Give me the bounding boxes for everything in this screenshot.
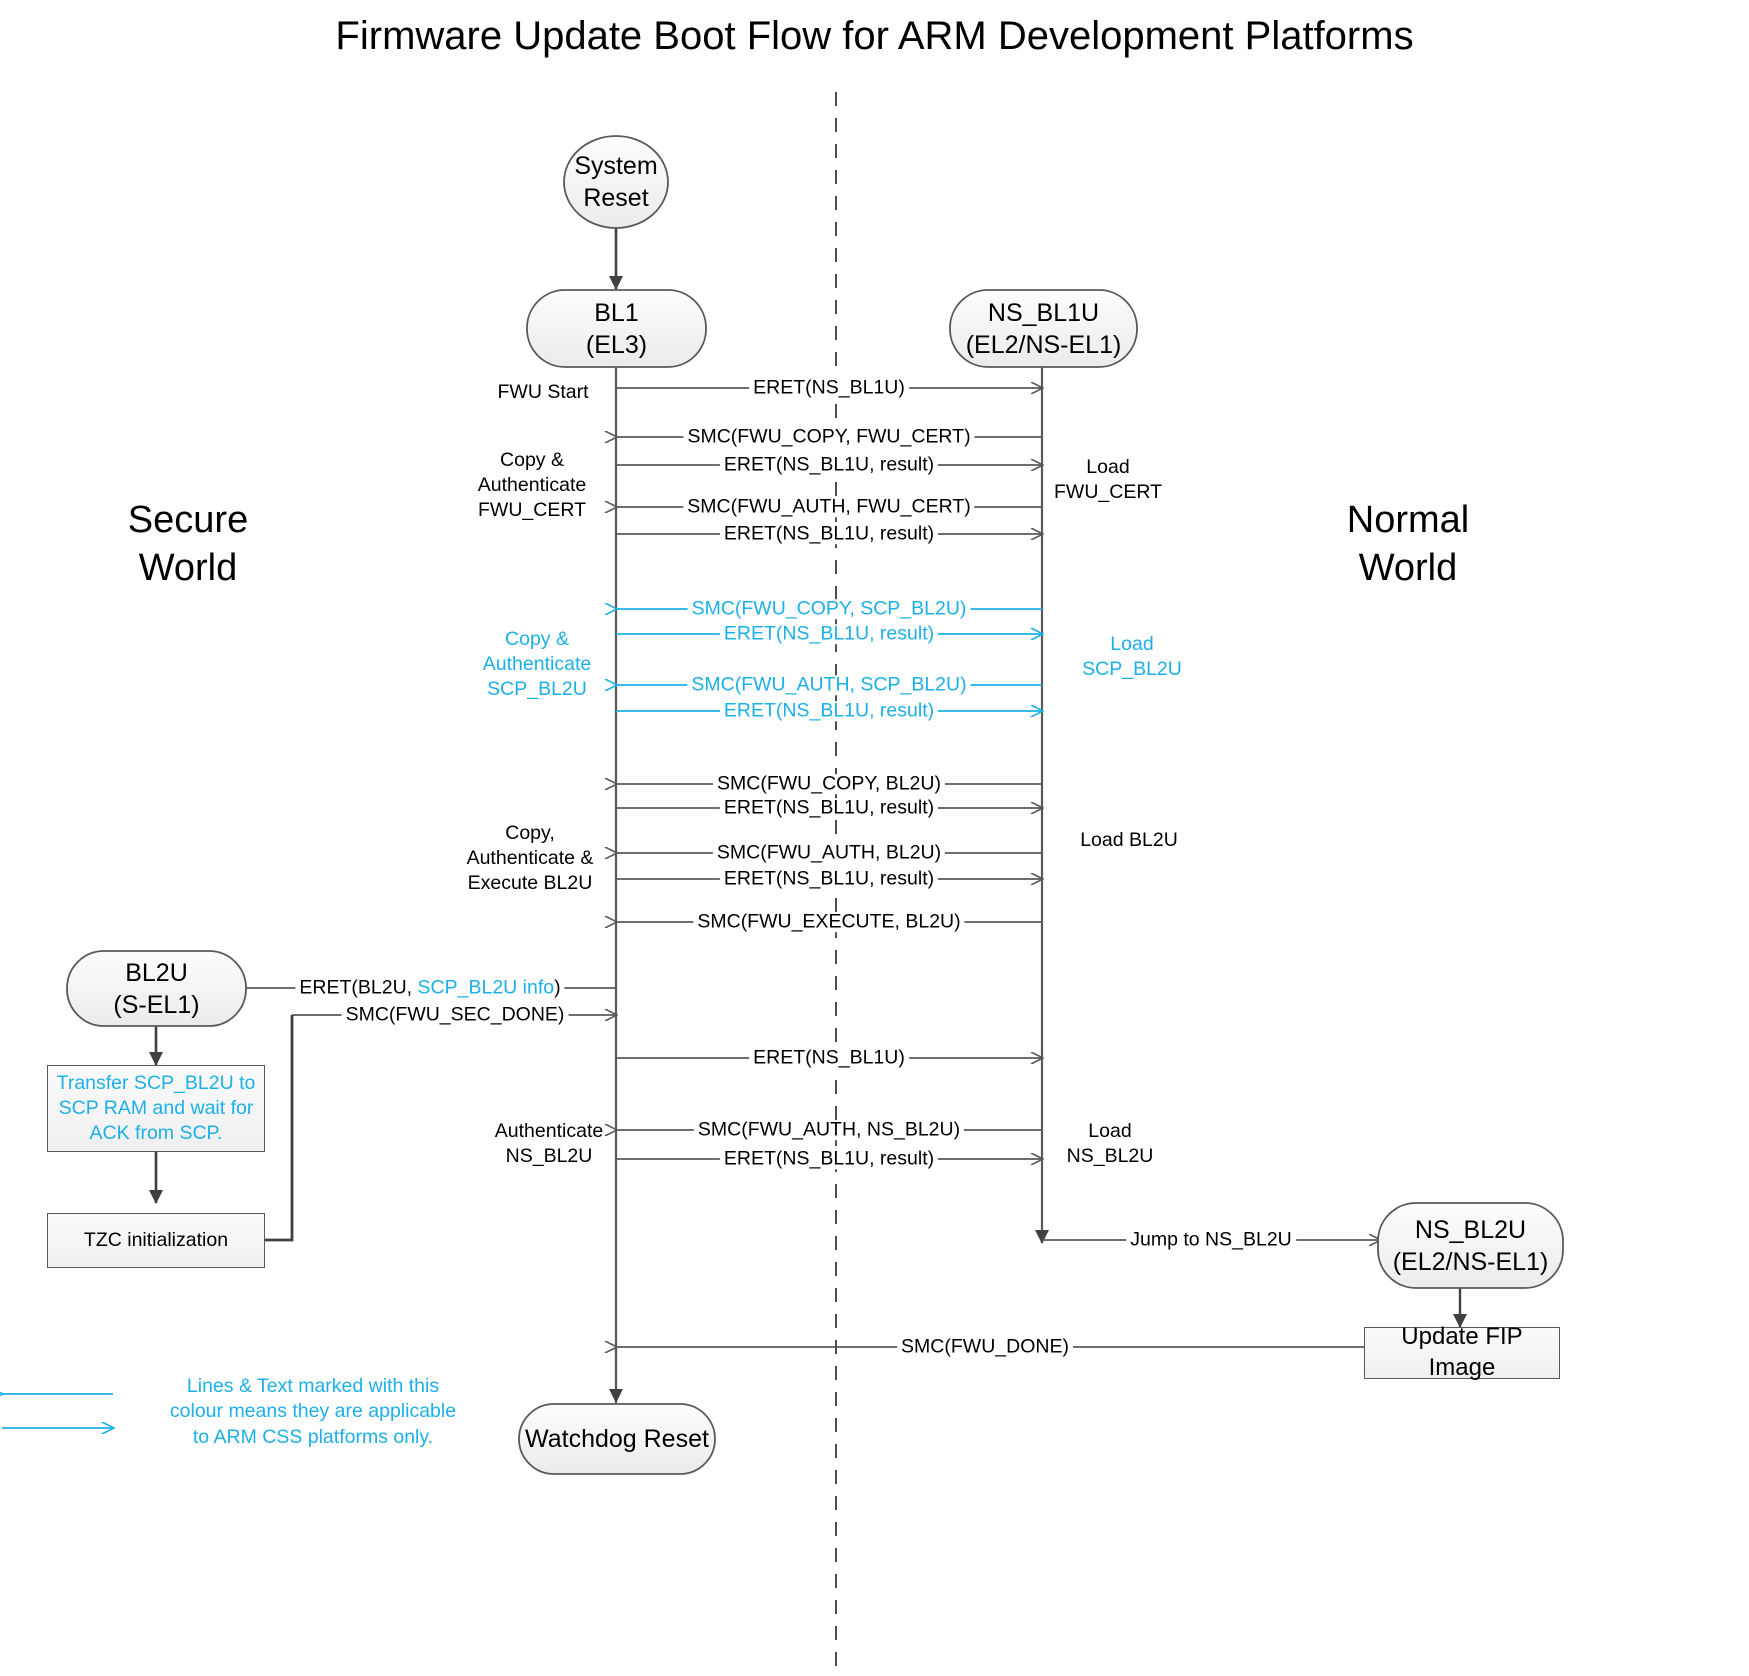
message-label-eret-bl2u: ERET(BL2U, SCP_BL2U info) [295, 976, 565, 999]
message-label-m11: ERET(NS_BL1U, result) [719, 798, 939, 818]
message-label-m2: SMC(FWU_COPY, FWU_CERT) [683, 427, 975, 447]
node-ns-bl2u-label: NS_BL2U(EL2/NS-EL1) [1392, 1215, 1549, 1276]
node-shape-bl2u [66, 950, 247, 1027]
message-label-m18: ERET(NS_BL1U, result) [719, 1149, 939, 1169]
node-bl1[interactable]: BL1(EL3) [527, 290, 706, 367]
node-shape-watchdog-reset [518, 1403, 716, 1475]
node-shape-ns-bl1u [949, 289, 1138, 368]
node-shape-system-reset [563, 135, 669, 229]
message-label-m10: SMC(FWU_COPY, BL2U) [713, 774, 945, 794]
note-tzc-initialization-label: TZC initialization [83, 1229, 229, 1252]
message-label-m20: SMC(FWU_DONE) [897, 1337, 1073, 1357]
message-label-m8: SMC(FWU_AUTH, SCP_BL2U) [687, 675, 971, 695]
side-note-fwu-start: FWU Start [497, 381, 589, 403]
page-title: Firmware Update Boot Flow for ARM Develo… [335, 14, 1414, 58]
note-update-fip-image: Update FIP Image [1364, 1323, 1560, 1381]
message-label-m16: ERET(NS_BL1U) [749, 1048, 909, 1068]
message-label-m3: ERET(NS_BL1U, result) [719, 455, 939, 475]
side-note-load-bl2u: Load BL2U [1080, 829, 1178, 851]
message-label-m9: ERET(NS_BL1U, result) [719, 701, 939, 721]
message-label-m15: SMC(FWU_SEC_DONE) [341, 1005, 569, 1025]
node-bl2u[interactable]: BL2U(S-EL1) [67, 951, 246, 1026]
eret-bl2u-suffix: ) [554, 976, 561, 999]
message-label-m5: ERET(NS_BL1U, result) [719, 524, 939, 544]
message-label-m12: SMC(FWU_AUTH, BL2U) [712, 843, 946, 863]
side-note-copy-auth-exec-bl2u: Copy,Authenticate &Execute BL2U [466, 822, 594, 894]
message-label-m6: SMC(FWU_COPY, SCP_BL2U) [687, 599, 971, 619]
message-label-m7: ERET(NS_BL1U, result) [719, 624, 939, 644]
node-watchdog-reset[interactable]: Watchdog Reset [519, 1404, 715, 1474]
node-bl1-label: BL1(EL3) [585, 298, 648, 359]
arrow-tzc-to-sec-done [264, 1015, 294, 1242]
node-ns-bl1u[interactable]: NS_BL1U(EL2/NS-EL1) [950, 290, 1137, 367]
note-update-fip-image-label: Update FIP Image [1401, 1323, 1523, 1381]
node-ns-bl2u[interactable]: NS_BL2U(EL2/NS-EL1) [1378, 1203, 1563, 1288]
message-label-m1: ERET(NS_BL1U) [749, 378, 909, 398]
node-ns-bl1u-label: NS_BL1U(EL2/NS-EL1) [965, 298, 1122, 359]
note-tzc-initialization: TZC initialization [47, 1213, 265, 1268]
node-bl2u-label: BL2U(S-EL1) [113, 958, 200, 1019]
message-label-m4: SMC(FWU_AUTH, FWU_CERT) [683, 497, 975, 517]
node-shape-bl1 [526, 289, 707, 368]
node-watchdog-reset-label: Watchdog Reset [525, 1425, 709, 1453]
eret-bl2u-prefix: ERET(BL2U, [299, 976, 418, 999]
message-label-m17: SMC(FWU_AUTH, NS_BL2U) [693, 1120, 965, 1140]
message-label-m13: ERET(NS_BL1U, result) [719, 869, 939, 889]
message-label-m19: Jump to NS_BL2U [1126, 1230, 1296, 1250]
message-label-m14: SMC(FWU_EXECUTE, BL2U) [693, 912, 965, 932]
node-shape-ns-bl2u [1377, 1202, 1564, 1289]
eret-bl2u-highlight: SCP_BL2U info [417, 976, 555, 999]
